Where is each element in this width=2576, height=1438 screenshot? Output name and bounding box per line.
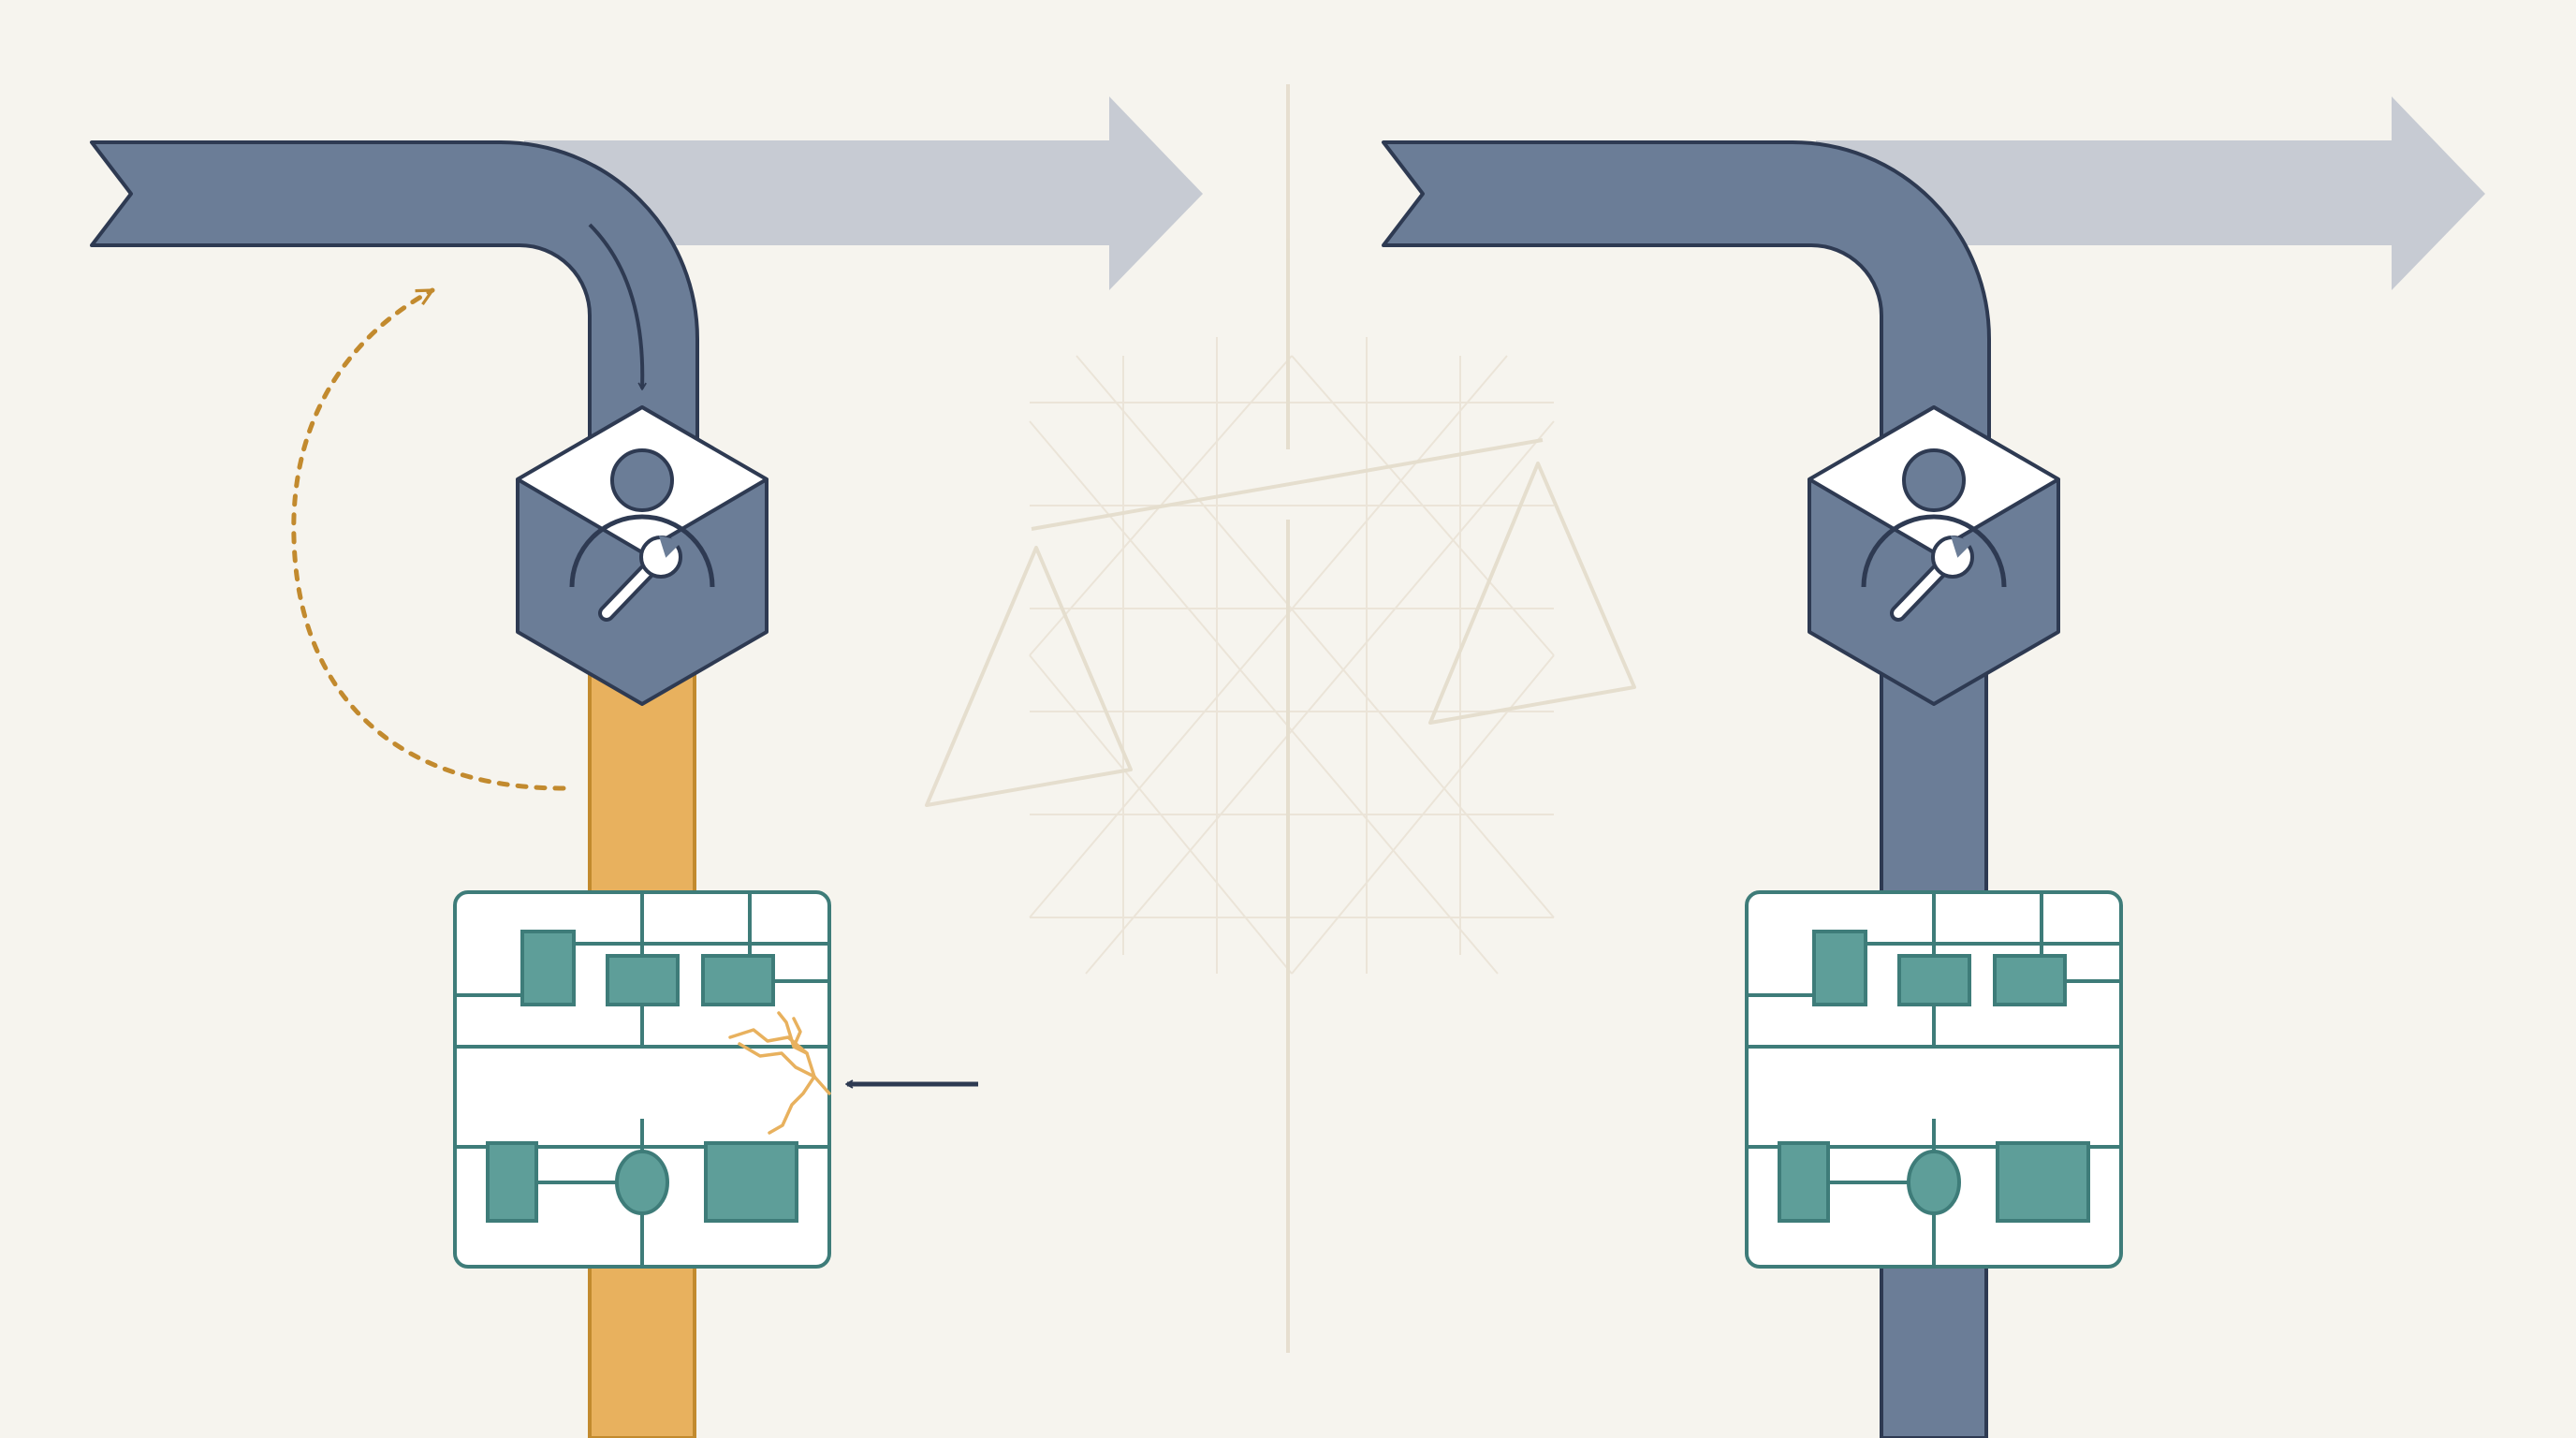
circuit-module-icon [453,890,831,1269]
circuit-module-right [1745,890,2123,1269]
flow-arrow-left [588,223,647,390]
crack-icon [728,1011,831,1135]
panel-right [1382,96,2485,1438]
reroute-arrow [291,287,566,791]
ghost-arrow-left [524,96,1203,290]
main-pipe-left [90,140,699,470]
balance-scale-icon [925,84,1636,1353]
panel-left [90,96,1203,1438]
ghost-arrow-right [1816,96,2485,290]
main-pipe-right [1382,140,1991,470]
